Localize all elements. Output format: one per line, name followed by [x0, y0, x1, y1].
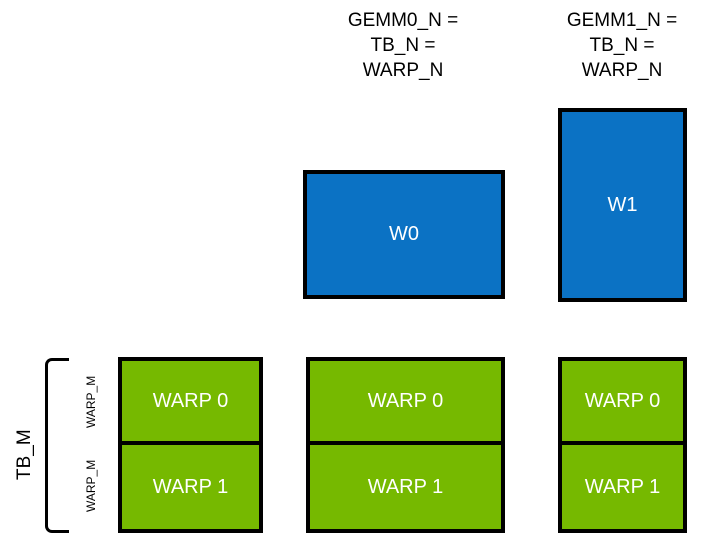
warp-label: WARP 1 [584, 475, 661, 498]
tb-m-label: TB_M [14, 429, 35, 480]
warp-group-2-warp-0: WARP 0 [562, 361, 683, 445]
warp-group-1-warp-1: WARP 1 [310, 445, 501, 529]
block-w1-label: W1 [607, 193, 638, 216]
gemm1-column-header: GEMM1_N = TB_N = WARP_N [566, 10, 678, 81]
gemm0-column-header: GEMM0_N = TB_N = WARP_N [347, 10, 459, 81]
warp-label: WARP 0 [152, 389, 229, 412]
warp-label: WARP 1 [152, 475, 229, 498]
warp-m-label-top: WARP_M [84, 375, 98, 428]
block-w0-label: W0 [389, 223, 419, 245]
warp-label: WARP 0 [584, 389, 661, 412]
warp-group-2-warp-1: WARP 1 [562, 445, 683, 529]
block-w1: W1 [558, 108, 687, 302]
warp-group-0-warp-0: WARP 0 [122, 361, 259, 445]
warp-group-1-warp-0: WARP 0 [310, 361, 501, 445]
block-w0: W0 [303, 170, 505, 299]
warp-label: WARP 1 [367, 475, 444, 498]
tb-m-bracket [45, 358, 69, 533]
warp-group-0-warp-1: WARP 1 [122, 445, 259, 529]
warp-group-1: WARP 0 WARP 1 [306, 357, 505, 533]
warp-group-2: WARP 0 WARP 1 [558, 357, 687, 533]
warp-label: WARP 0 [367, 389, 444, 412]
warp-group-0: WARP 0 WARP 1 [118, 357, 263, 533]
warp-m-label-bottom: WARP_M [84, 459, 98, 512]
